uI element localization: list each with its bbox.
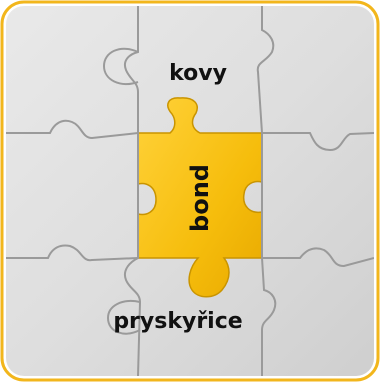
seam-top-horizontal bbox=[6, 119, 374, 152]
center-piece bbox=[137, 97, 263, 298]
center-label: bond bbox=[186, 164, 214, 232]
seam-right-vertical bbox=[256, 6, 277, 376]
top-label: kovy bbox=[169, 61, 227, 86]
bottom-label: pryskyřice bbox=[113, 309, 242, 334]
seam-top-knob bbox=[102, 47, 139, 85]
seam-bottom-horizontal bbox=[6, 244, 374, 268]
seam-bottom-knob bbox=[106, 300, 141, 335]
seam-left-vertical bbox=[124, 6, 142, 376]
